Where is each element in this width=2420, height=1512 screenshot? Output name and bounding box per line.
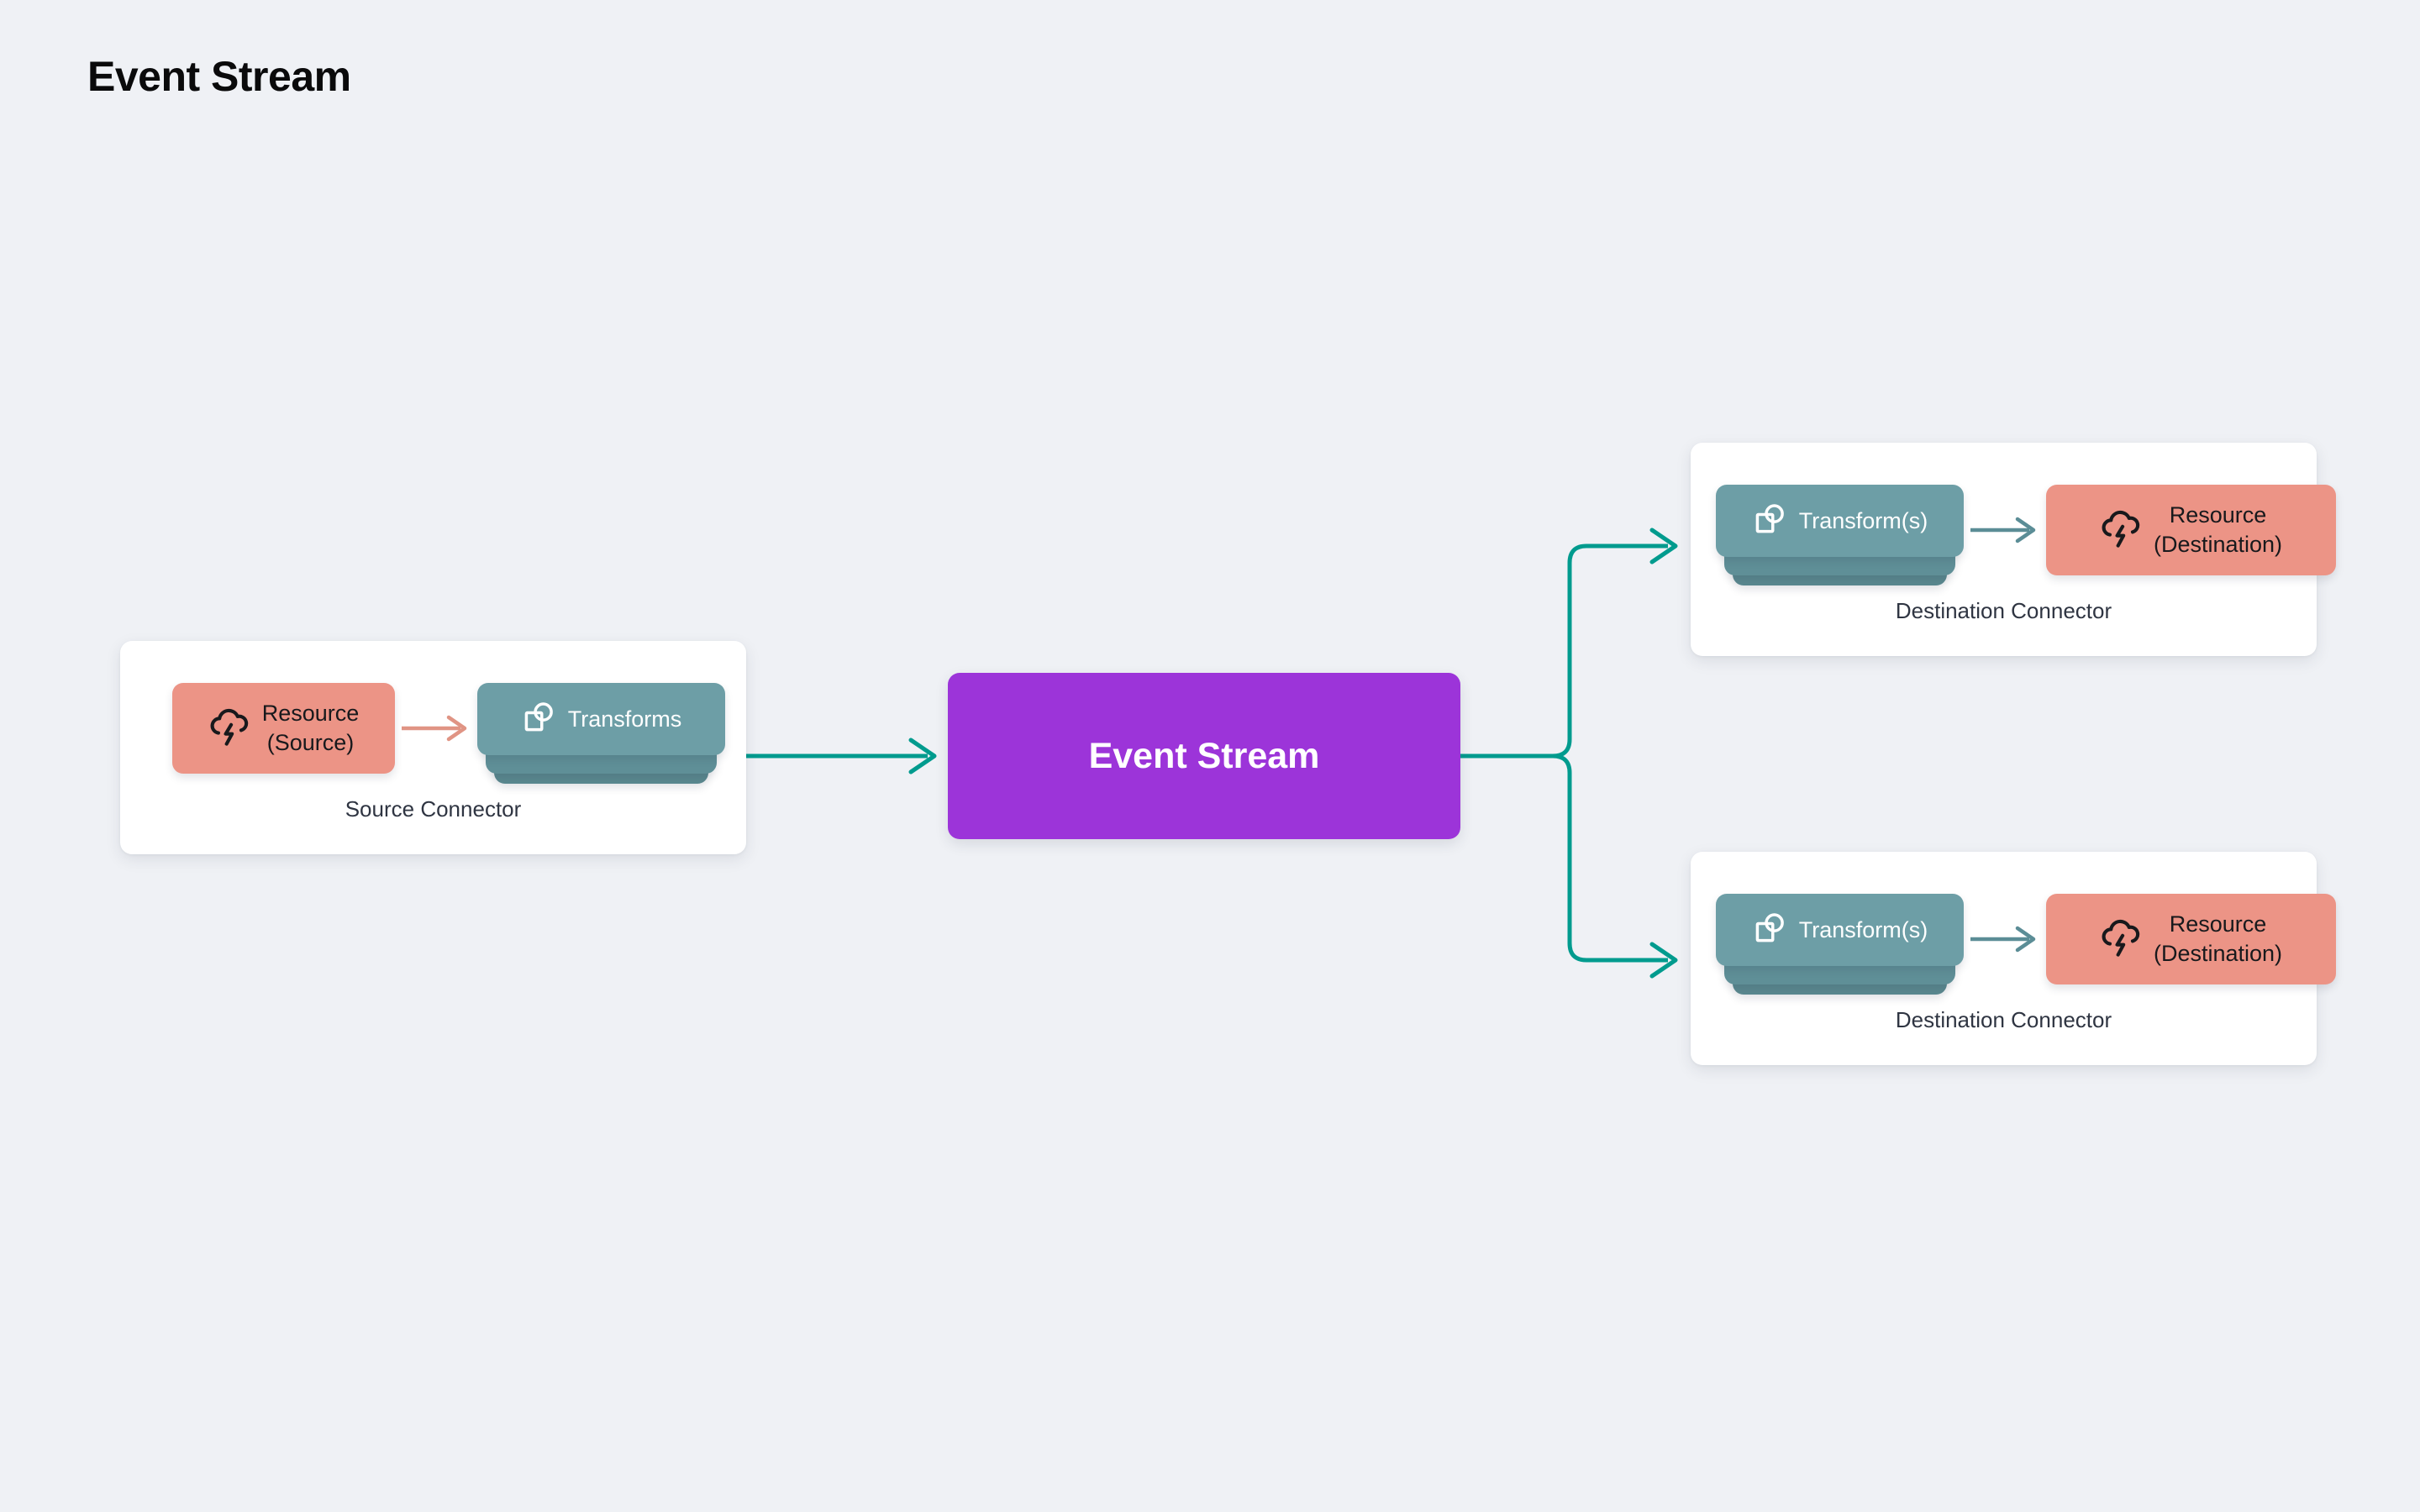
node-resource-destination-1[interactable]: Resource (Destination) bbox=[2046, 485, 2336, 575]
node-label: Resource (Destination) bbox=[2153, 502, 2283, 557]
destination-connector-2-nodes: Transform(s) Resource (Destination) bbox=[1716, 894, 2336, 995]
node-label: Transform(s) bbox=[1798, 507, 1928, 533]
node-label: Resource (Destination) bbox=[2153, 911, 2283, 966]
cloud-lightning-icon bbox=[208, 705, 252, 753]
node-transforms-source[interactable]: Transforms bbox=[477, 683, 725, 755]
destination-connector-1-caption: Destination Connector bbox=[1895, 598, 2112, 623]
node-resource-destination-2[interactable]: Resource (Destination) bbox=[2046, 894, 2336, 984]
transform-icon bbox=[1752, 501, 1789, 542]
node-transforms-destination-1-wrapper: Transform(s) bbox=[1716, 485, 1964, 585]
edge-source-to-event-stream bbox=[746, 738, 937, 774]
node-label: Transforms bbox=[567, 706, 682, 732]
cloud-lightning-icon bbox=[2100, 916, 2144, 963]
node-label: Transform(s) bbox=[1798, 916, 1928, 942]
destination-connector-2-caption: Destination Connector bbox=[1895, 1007, 2112, 1032]
inline-arrow-destination-1 bbox=[1970, 517, 2036, 543]
node-transforms-source-wrapper: Transforms bbox=[477, 683, 725, 784]
source-connector-caption: Source Connector bbox=[345, 796, 522, 822]
destination-connector-card-1[interactable]: Transform(s) Resource (Destination) De bbox=[1691, 443, 2336, 656]
inline-arrow-source bbox=[402, 715, 467, 742]
event-stream-node[interactable]: Event Stream bbox=[948, 673, 1460, 839]
node-transforms-destination-2[interactable]: Transform(s) bbox=[1716, 894, 1964, 966]
edge-event-stream-to-destination-2 bbox=[1460, 753, 1678, 979]
page-title: Event Stream bbox=[87, 53, 351, 100]
transform-icon bbox=[1752, 910, 1789, 951]
cloud-lightning-icon bbox=[2100, 507, 2144, 554]
inline-arrow-destination-2 bbox=[1970, 926, 2036, 953]
node-resource-source[interactable]: Resource (Source) bbox=[172, 683, 395, 774]
destination-connector-1-nodes: Transform(s) Resource (Destination) bbox=[1716, 485, 2336, 585]
edge-event-stream-to-destination-1 bbox=[1460, 528, 1678, 759]
node-transforms-destination-2-wrapper: Transform(s) bbox=[1716, 894, 1964, 995]
node-transforms-destination-1[interactable]: Transform(s) bbox=[1716, 485, 1964, 557]
node-label: Resource (Source) bbox=[261, 701, 360, 755]
source-connector-nodes: Resource (Source) Trans bbox=[172, 683, 725, 784]
event-stream-label: Event Stream bbox=[1088, 735, 1320, 776]
transform-icon bbox=[521, 699, 558, 740]
source-connector-card[interactable]: Resource (Source) Trans bbox=[120, 641, 746, 854]
destination-connector-card-2[interactable]: Transform(s) Resource (Destination) De bbox=[1691, 852, 2336, 1065]
